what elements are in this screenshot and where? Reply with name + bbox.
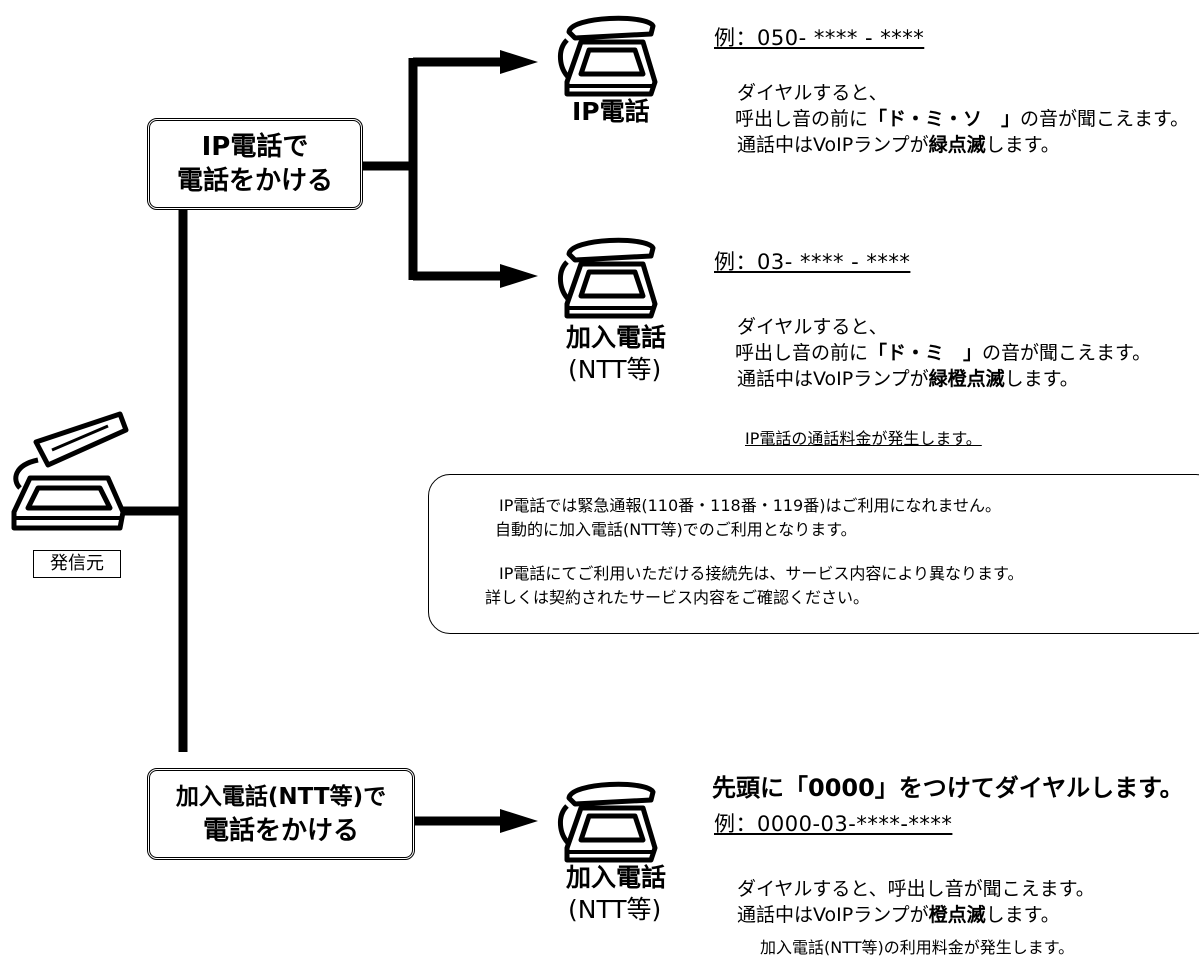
subscriber-phone-icon-2 [558, 781, 658, 863]
sub-desc-line2: 呼出し音の前に「ド・ミ 」の音が聞こえます。 [735, 340, 1151, 366]
subscriber-phone-example: 例：03- **** - **** [714, 250, 911, 274]
origin-label: 発信元 [33, 550, 121, 578]
sub-desc-line3-pre: 通話中はVoIPランプが [737, 368, 929, 390]
arrowhead-3 [500, 809, 538, 833]
origin-phone-icon [11, 411, 129, 531]
route-desc-line1: ダイヤルすると、呼出し音が聞こえます。 [737, 878, 1095, 900]
subscriber-route-description: ダイヤルすると、呼出し音が聞こえます。 通話中はVoIPランプが橙点滅します。 [737, 876, 1095, 928]
sub-desc-line3-post: します。 [1004, 368, 1079, 390]
subscriber-phone-label-1: 加入電話 [566, 323, 667, 352]
ip-desc-lamp: 緑点滅 [928, 134, 986, 156]
route-desc-line2-pre: 通話中はVoIPランプが [737, 904, 929, 926]
ip-desc-line3-post: します。 [985, 134, 1060, 156]
subscriber-call-box-line1: 加入電話(NTT等)で [175, 784, 387, 810]
route-desc-line2-post: します。 [985, 904, 1060, 926]
ip-call-box: IP電話で 電話をかける [147, 118, 363, 210]
notice-line3: IP電話にてご利用いただける接続先は、サービス内容により異なります。 [499, 564, 1024, 583]
notice-box: IP電話では緊急通報(110番・118番・119番)はご利用になれません。 自動… [428, 474, 1199, 634]
arrowhead-2 [500, 264, 538, 288]
subscriber-route-example: 例：0000-03-****-**** [714, 812, 953, 836]
ip-desc-line3: 通話中はVoIPランプが緑点滅します。 [737, 132, 1189, 158]
ip-phone-example: 例：050- **** - **** [714, 26, 925, 50]
arrowhead-1 [500, 50, 538, 74]
ip-desc-line2-pre: 呼出し音の前に [735, 108, 869, 130]
notice-line1: IP電話では緊急通報(110番・118番・119番)はご利用になれません。 [499, 496, 1001, 515]
ip-phone-description: ダイヤルすると、 呼出し音の前に「ド・ミ・ソ 」の音が聞こえます。 通話中はVo… [735, 80, 1189, 158]
route-desc-lamp: 橙点滅 [928, 904, 986, 926]
ip-desc-tone: 「ド・ミ・ソ 」 [868, 108, 1021, 130]
ip-desc-line3-pre: 通話中はVoIPランプが [737, 134, 929, 156]
ip-call-box-line2: 電話をかける [176, 166, 333, 196]
ip-fee-note: IP電話の通話料金が発生します。 [745, 429, 982, 448]
subscriber-phone-icon [558, 237, 658, 319]
sub-desc-line1: ダイヤルすると、 [737, 316, 888, 338]
subscriber-phone-2-label-1: 加入電話 [566, 863, 667, 892]
sub-desc-line2-post: の音が聞こえます。 [982, 342, 1152, 364]
sub-desc-line3: 通話中はVoIPランプが緑橙点滅します。 [737, 366, 1151, 392]
notice-line4: 詳しくは契約されたサービス内容をご確認ください。 [485, 588, 870, 607]
subscriber-call-box: 加入電話(NTT等)で 電話をかける [147, 768, 415, 860]
notice-line2: 自動的に加入電話(NTT等)でのご利用となります。 [495, 520, 857, 539]
ip-phone-label: IP電話 [572, 97, 650, 126]
sub-desc-tone: 「ド・ミ 」 [868, 342, 983, 364]
subscriber-phone-label-2: (NTT等) [568, 355, 662, 384]
sub-desc-lamp: 緑橙点滅 [928, 368, 1005, 390]
subscriber-phone-2-label-2: (NTT等) [568, 895, 662, 924]
subscriber-phone-description: ダイヤルすると、 呼出し音の前に「ド・ミ 」の音が聞こえます。 通話中はVoIP… [735, 314, 1151, 392]
ip-phone-icon [558, 15, 658, 97]
prefix-headline: 先頭に「0000」をつけてダイヤルします。 [712, 774, 1184, 802]
subscriber-call-box-line2: 電話をかける [202, 816, 359, 846]
ip-call-box-line1: IP電話で [201, 132, 309, 162]
ip-desc-line2: 呼出し音の前に「ド・ミ・ソ 」の音が聞こえます。 [735, 106, 1189, 132]
sub-desc-line2-pre: 呼出し音の前に [735, 342, 869, 364]
route-desc-line2: 通話中はVoIPランプが橙点滅します。 [737, 902, 1095, 928]
ip-desc-line1: ダイヤルすると、 [737, 82, 888, 104]
ip-desc-line2-post: の音が聞こえます。 [1020, 108, 1190, 130]
subscriber-fee-note: 加入電話(NTT等)の利用料金が発生します。 [760, 938, 1075, 957]
